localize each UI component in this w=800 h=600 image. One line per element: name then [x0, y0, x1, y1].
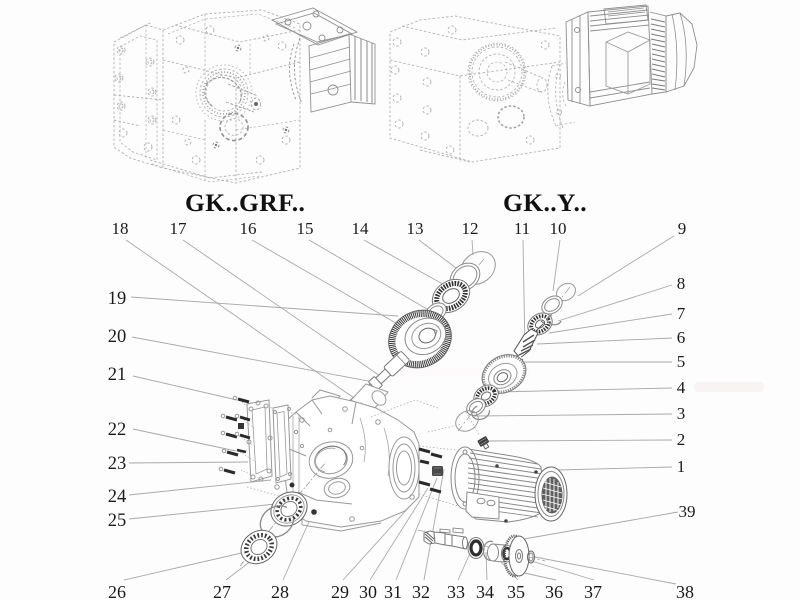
svg-text:5: 5	[677, 352, 686, 371]
svg-text:12: 12	[462, 219, 479, 238]
svg-text:37: 37	[584, 582, 602, 600]
svg-text:8: 8	[677, 274, 686, 293]
svg-text:28: 28	[271, 582, 289, 600]
svg-text:18: 18	[112, 219, 129, 238]
svg-text:2: 2	[677, 430, 686, 449]
svg-text:GK..Y..: GK..Y..	[503, 188, 587, 217]
svg-text:30: 30	[359, 582, 377, 600]
svg-text:22: 22	[108, 420, 127, 440]
svg-text:34: 34	[476, 582, 494, 600]
svg-text:10: 10	[550, 219, 567, 238]
svg-text:33: 33	[447, 582, 465, 600]
svg-text:11: 11	[514, 219, 530, 238]
svg-text:32: 32	[412, 582, 430, 600]
svg-text:36: 36	[545, 582, 563, 600]
svg-text:6: 6	[677, 328, 686, 347]
svg-text:26: 26	[108, 582, 126, 600]
svg-text:15: 15	[297, 219, 314, 238]
svg-text:31: 31	[384, 582, 402, 600]
svg-text:29: 29	[331, 582, 349, 600]
svg-text:25: 25	[108, 511, 127, 531]
svg-text:4: 4	[677, 378, 686, 397]
svg-text:38: 38	[676, 582, 694, 600]
svg-text:GK..GRF..: GK..GRF..	[185, 188, 305, 217]
svg-text:39: 39	[679, 502, 696, 521]
svg-text:24: 24	[108, 487, 127, 507]
svg-text:7: 7	[677, 304, 686, 323]
svg-text:3: 3	[677, 404, 686, 423]
svg-text:35: 35	[507, 582, 525, 600]
svg-text:23: 23	[108, 454, 127, 474]
svg-text:14: 14	[352, 219, 370, 238]
svg-text:16: 16	[240, 219, 257, 238]
svg-text:17: 17	[170, 219, 188, 238]
svg-text:27: 27	[213, 582, 231, 600]
svg-text:19: 19	[108, 289, 127, 309]
svg-text:1: 1	[677, 457, 686, 476]
svg-text:20: 20	[108, 327, 127, 347]
svg-text:9: 9	[678, 219, 687, 238]
svg-text:21: 21	[108, 365, 127, 385]
svg-text:13: 13	[407, 219, 424, 238]
